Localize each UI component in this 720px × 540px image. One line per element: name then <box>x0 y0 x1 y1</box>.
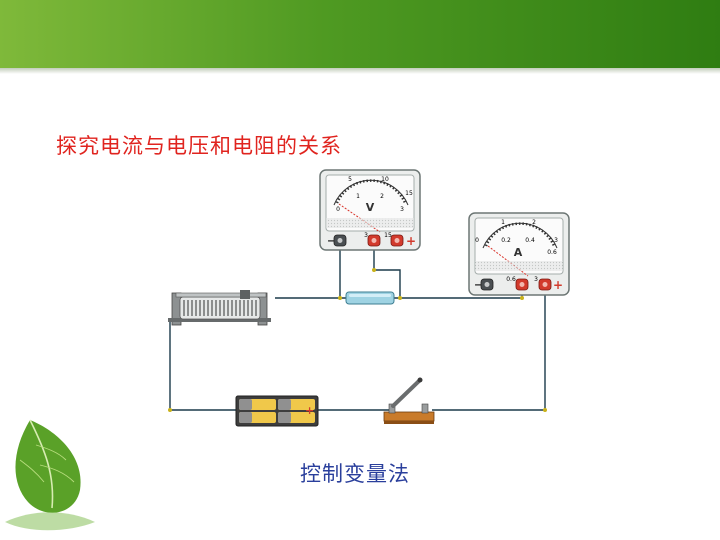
voltmeter-scale-1: 1 <box>356 193 360 200</box>
wire-junctions <box>168 268 547 412</box>
battery-pack: + <box>235 395 319 427</box>
slide-title: 探究电流与电压和电阻的关系 <box>56 134 342 158</box>
rheostat-slider[interactable] <box>240 290 250 299</box>
voltmeter-symbol: V <box>366 201 375 214</box>
switch-blade[interactable] <box>391 378 422 408</box>
voltmeter-scale-10: 10 <box>381 176 389 183</box>
ammeter-scale-0: 0 <box>475 237 479 244</box>
rheostat[interactable] <box>168 290 271 326</box>
battery-plus-sign: + <box>305 404 314 417</box>
voltmeter-scale-2: 2 <box>380 193 384 200</box>
voltmeter-scale-15: 15 <box>405 190 413 197</box>
voltmeter-scale-3: 3 <box>400 206 404 213</box>
ammeter: 1 2 3 0 0.2 0.4 0.6 A − 0.6 3 + <box>468 212 570 296</box>
ammeter-minus-sign: − <box>474 280 482 291</box>
voltmeter-plus-sign: + <box>406 234 416 248</box>
ammeter-plus-sign: + <box>553 278 563 292</box>
ammeter-scale-1: 1 <box>501 219 505 226</box>
method-label: 控制变量法 <box>300 462 410 486</box>
voltmeter-scale-0: 0 <box>336 206 340 213</box>
voltmeter-label-15: 15 <box>384 232 392 239</box>
leaf-decoration <box>5 419 95 531</box>
ammeter-scale-2: 2 <box>532 219 536 226</box>
voltmeter: 5 10 15 0 1 2 3 V − 3 15 + <box>319 169 421 251</box>
header-band-shadow <box>0 68 720 74</box>
voltmeter-scale-5: 5 <box>348 176 352 183</box>
knife-switch[interactable] <box>383 377 435 425</box>
header-band <box>0 0 720 68</box>
ammeter-symbol: A <box>514 246 523 259</box>
ammeter-scale-0-2: 0.2 <box>501 237 511 244</box>
ammeter-label-3: 3 <box>534 276 538 283</box>
voltmeter-minus-sign: − <box>327 236 335 247</box>
ammeter-label-0-6: 0.6 <box>506 276 516 283</box>
voltmeter-label-3: 3 <box>364 232 368 239</box>
ammeter-scale-0-4: 0.4 <box>525 237 535 244</box>
resistor <box>345 291 395 305</box>
ammeter-scale-3: 3 <box>554 237 558 244</box>
ammeter-scale-0-6: 0.6 <box>547 249 557 256</box>
